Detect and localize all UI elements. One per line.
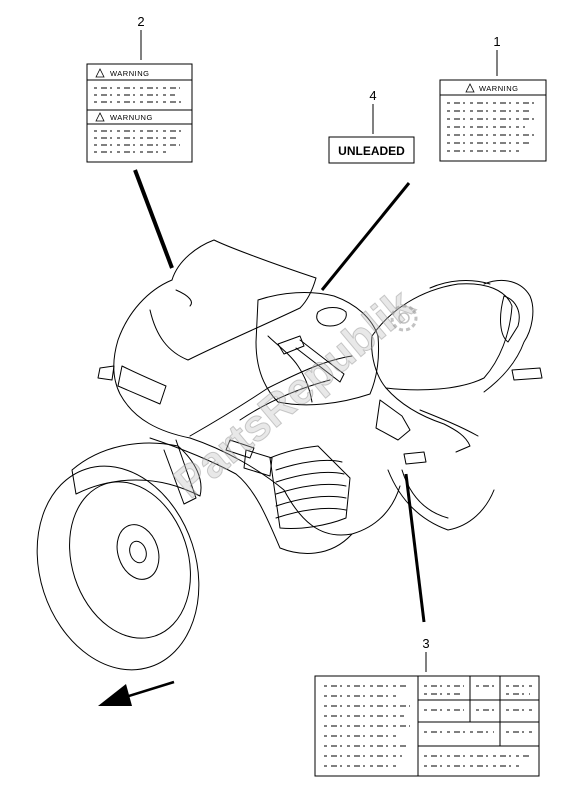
specification-label[interactable] — [314, 675, 540, 777]
fine-print-lines — [447, 102, 537, 152]
fine-print-lines — [94, 87, 182, 153]
warning-heading-en: WARNING — [110, 69, 149, 78]
callout-3[interactable]: 3 — [314, 473, 540, 777]
label-outline — [439, 79, 547, 162]
pointer-arrow-2 — [133, 169, 174, 269]
callout-2[interactable]: 2 WARNING WARNUNG — [86, 14, 193, 269]
gear-logo-icon — [390, 304, 418, 332]
callout-number-4: 4 — [369, 88, 376, 103]
callout-4[interactable]: 4 UNLEADED — [320, 88, 415, 291]
label-outline — [314, 675, 540, 777]
warning-label-bilingual[interactable]: WARNING WARNUNG — [86, 63, 193, 163]
pointer-arrow-4 — [320, 182, 411, 291]
unleaded-text: UNLEADED — [338, 144, 405, 158]
callout-number-2: 2 — [137, 14, 144, 29]
warning-heading: WARNING — [479, 84, 518, 93]
warning-label[interactable]: WARNING — [439, 79, 547, 162]
label-outline — [328, 136, 415, 164]
front-direction-arrow-icon — [98, 680, 175, 706]
warning-triangle-icon — [95, 68, 105, 78]
callout-number-1: 1 — [493, 34, 500, 49]
unleaded-label[interactable]: UNLEADED — [328, 136, 415, 164]
warning-triangle-icon — [465, 83, 475, 93]
pointer-arrow-3 — [404, 473, 426, 623]
warning-triangle-icon — [95, 112, 105, 122]
watermark-text: PartsRepublik — [165, 280, 424, 508]
callout-number-3: 3 — [422, 636, 429, 651]
fine-print-lines — [324, 685, 534, 767]
callout-1[interactable]: 1 WARNING — [439, 34, 547, 162]
warning-heading-de: WARNUNG — [110, 113, 153, 122]
motorcycle-drawing — [36, 239, 543, 671]
